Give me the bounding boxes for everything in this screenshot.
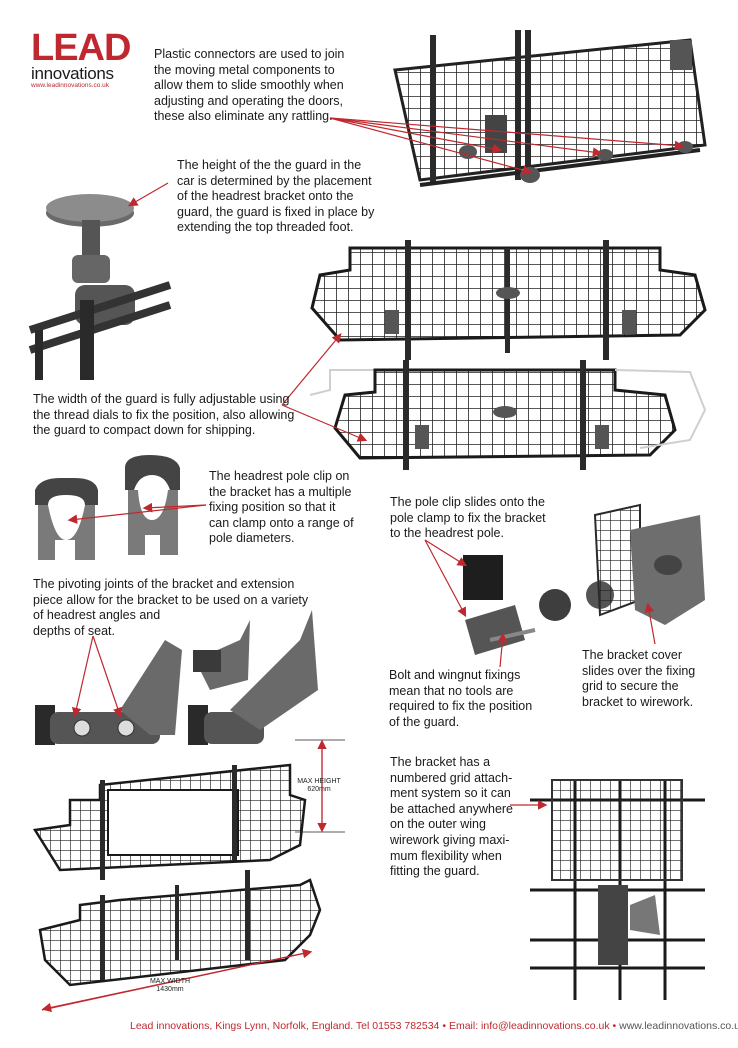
footer-address: Lead innovations, Kings Lynn, Norfolk, E… <box>130 1020 440 1032</box>
dimension-guard-illustration <box>32 739 345 987</box>
bracket-parts-illustration <box>463 503 705 655</box>
bolt-text: Bolt and wingnut fixings mean that no to… <box>389 668 533 729</box>
pole-clip-slides-text: The pole clip slides onto the pole clamp… <box>390 495 546 541</box>
grid-attachment-illustration <box>530 779 705 1000</box>
footer: Lead innovations, Kings Lynn, Norfolk, E… <box>130 1020 738 1032</box>
headrest-foot-illustration <box>28 194 172 380</box>
max-height-label: MAX HEIGHT 620mm <box>297 778 341 793</box>
footer-separator: • <box>442 1020 447 1032</box>
footer-website[interactable]: www.leadinnovations.co.uk <box>619 1020 738 1032</box>
logo-url: www.leadinnovations.co.uk <box>31 82 110 89</box>
height-text: The height of the the guard in the car i… <box>177 158 375 235</box>
footer-email[interactable]: Email: info@leadinnovations.co.uk <box>448 1020 610 1032</box>
width-text: The width of the guard is fully adjustab… <box>33 392 295 438</box>
pole-clip-text: The headrest pole clip on the bracket ha… <box>209 469 354 546</box>
logo-subtitle: innovations <box>31 64 114 83</box>
footer-separator: • <box>612 1020 617 1032</box>
logo: LEAD innovations www.leadinnovations.co.… <box>31 27 131 90</box>
connectors-text: Plastic connectors are used to join the … <box>154 47 345 124</box>
grid-text: The bracket has a numbered grid attach- … <box>390 755 514 879</box>
logo-brand: LEAD <box>31 27 131 69</box>
pole-clip-illustration <box>35 455 180 560</box>
callout-arrows <box>41 117 685 1013</box>
pivot-text: The pivoting joints of the bracket and e… <box>33 577 309 638</box>
cover-text: The bracket cover slides over the fixing… <box>582 648 696 709</box>
pivot-bracket-illustration <box>35 610 318 745</box>
connector-guard-illustration <box>393 30 707 187</box>
adjustable-guard-illustration <box>309 240 707 470</box>
max-width-label: MAX WIDTH 1430mm <box>149 978 191 993</box>
